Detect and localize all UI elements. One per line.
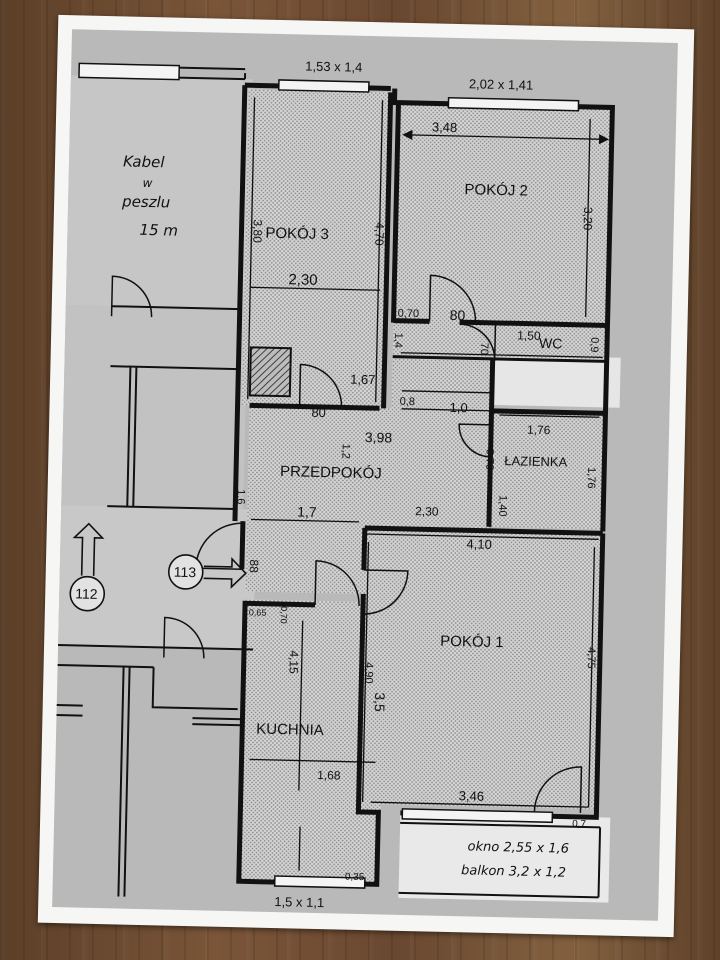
door-wc: [459, 323, 497, 361]
dim-pokoj-3-right: 4,70: [372, 222, 387, 246]
light-gap-area: [489, 354, 621, 408]
window-pokoj-3: [277, 79, 370, 93]
hall-upper-floor: [391, 318, 494, 411]
note-line-2: w: [142, 176, 152, 190]
window-neighbour: [78, 62, 181, 81]
door-kuchnia: [314, 560, 360, 606]
dim-pokoj-1-4-10: 4,10: [466, 536, 492, 552]
dim-lazienka-1-40: 1,40: [496, 495, 508, 517]
floor-plan-sheet: Kabel w peszlu 15 m POKÓJ 3 POKÓJ 2 WC Ł…: [37, 14, 695, 938]
dim-lazienka-1-76: 1,76: [585, 467, 597, 489]
door-balkon: [533, 766, 583, 813]
dim-door-80-top: 80: [449, 307, 465, 323]
dim-door-88: 88: [247, 559, 261, 573]
dim-pokoj-1-left-4-90: 4,90: [362, 662, 374, 684]
room-label-pokoj-1: POKÓJ 1: [440, 633, 504, 651]
dim-door-80-mid: 80: [311, 405, 326, 420]
room-lazienka-floor: [490, 410, 604, 530]
dim-wc-width: 1,50: [517, 328, 541, 343]
floor-plan-drawing: Kabel w peszlu 15 m POKÓJ 3 POKÓJ 2 WC Ł…: [52, 29, 678, 921]
dim-lazienka-070: 0,70: [483, 449, 495, 471]
door-neighbour: [163, 616, 205, 659]
dim-kitchen-1-68: 1,68: [317, 768, 341, 783]
room-pokoj-1-floor: [358, 527, 601, 810]
unit-113-label: 113: [174, 564, 197, 581]
dim-hall-1-7: 1,7: [297, 503, 317, 519]
dim-hall-0-8: 0,8: [400, 396, 416, 408]
dim-okno: okno 2,55 x 1,6: [467, 839, 569, 856]
ventilation-shaft: [248, 346, 292, 398]
room-label-przedpokoj: PRZEDPOKÓJ: [280, 463, 382, 482]
room-przedpokoj-floor: [246, 405, 494, 531]
dim-wc-height: 0,9: [588, 337, 600, 353]
door-lazienka: [458, 423, 492, 458]
dim-door-070: 0,70: [398, 308, 420, 320]
door-pokoj-2: [428, 274, 477, 323]
room-label-pokoj-2: POKÓJ 2: [464, 181, 528, 199]
dim-wc-070: 70: [478, 343, 490, 356]
dim-hall-1-2: 1,2: [339, 443, 351, 459]
dim-pokoj-2-height: 3,20: [581, 207, 596, 231]
dim-kitchen-0-65: 0,65: [249, 607, 267, 617]
window-pokoj-2: [447, 97, 580, 112]
dim-hall-2-30: 2,30: [415, 504, 439, 519]
note-line-1: Kabel: [123, 152, 166, 171]
dim-pokoj-1-left-3-5: 3,5: [372, 692, 388, 712]
door-pokoj-1: [362, 569, 409, 615]
dim-hall-1-67: 1,67: [350, 372, 376, 388]
entry-arrow-113: [203, 557, 247, 589]
secondary-walls: [56, 65, 602, 899]
dim-pokoj-2-width: 3,48: [432, 119, 458, 135]
window-pokoj-1: [401, 808, 554, 824]
dim-balkon: balkon 3,2 x 1,2: [461, 863, 566, 880]
dim-hall-1-0: 1,0: [449, 400, 467, 415]
door-neighbour-top: [110, 275, 153, 318]
dim-pokoj-1-right: 4,75: [585, 647, 597, 669]
dim-pokoj-1-0-7: 0,7: [572, 819, 587, 830]
corridor-area: [58, 505, 257, 650]
dim-kitchen-4-15: 4,15: [286, 650, 301, 674]
room-label-wc: WC: [539, 335, 563, 352]
dim-pokoj-3-left: 3,80: [250, 219, 265, 243]
room-label-pokoj-3: POKÓJ 3: [265, 225, 329, 243]
room-label-kuchnia: KUCHNIA: [256, 721, 324, 740]
door-swings: [110, 274, 583, 813]
dimension-labels: 1,53 x 1,4 2,02 x 1,41 3,48 3,20 3,80 4,…: [234, 59, 600, 911]
entry-arrows: [72, 522, 247, 589]
dim-window-top-right: 2,02 x 1,41: [469, 76, 534, 92]
dim-kitchen-0-70: 0,70: [279, 606, 289, 624]
hall-lower-floor: [245, 525, 365, 594]
unit-113-marker: [167, 554, 204, 590]
unit-112-marker: [69, 575, 106, 612]
dimension-lines: [247, 97, 610, 871]
dim-kitchen-0-35: 0,35: [345, 872, 365, 883]
room-kuchnia-floor: [238, 599, 386, 885]
dim-pokoj-3-width: 2,30: [288, 271, 318, 289]
dim-window-top-left: 1,53 x 1,4: [305, 59, 362, 75]
dim-hall-3-98: 3,98: [365, 429, 393, 446]
unit-112-label: 112: [75, 585, 98, 602]
balcony-area: [398, 812, 611, 903]
dim-hall-1-4: 1,4: [392, 333, 404, 349]
stairwell-area: [61, 305, 248, 510]
neighbour-area: [65, 75, 253, 310]
room-pokoj-2-floor: [393, 104, 611, 324]
dim-kitchen-window: 1,5 x 1,1: [274, 894, 324, 910]
note-line-3: peszlu: [121, 192, 171, 211]
dim-hall-side-1-6: 1,6: [234, 489, 246, 505]
window-kuchnia: [273, 875, 366, 889]
room-pokoj-3-floor: [241, 89, 389, 409]
room-label-lazienka: ŁAZIENKA: [504, 453, 568, 469]
dim-pokoj-1-bottom: 3,46: [459, 788, 485, 804]
note-line-4: 15 m: [139, 221, 178, 240]
windows: [78, 62, 580, 889]
entry-arrow-112: [72, 522, 105, 576]
dim-lazienka-width: 1,76: [527, 423, 551, 438]
door-pokoj-3: [298, 363, 343, 408]
